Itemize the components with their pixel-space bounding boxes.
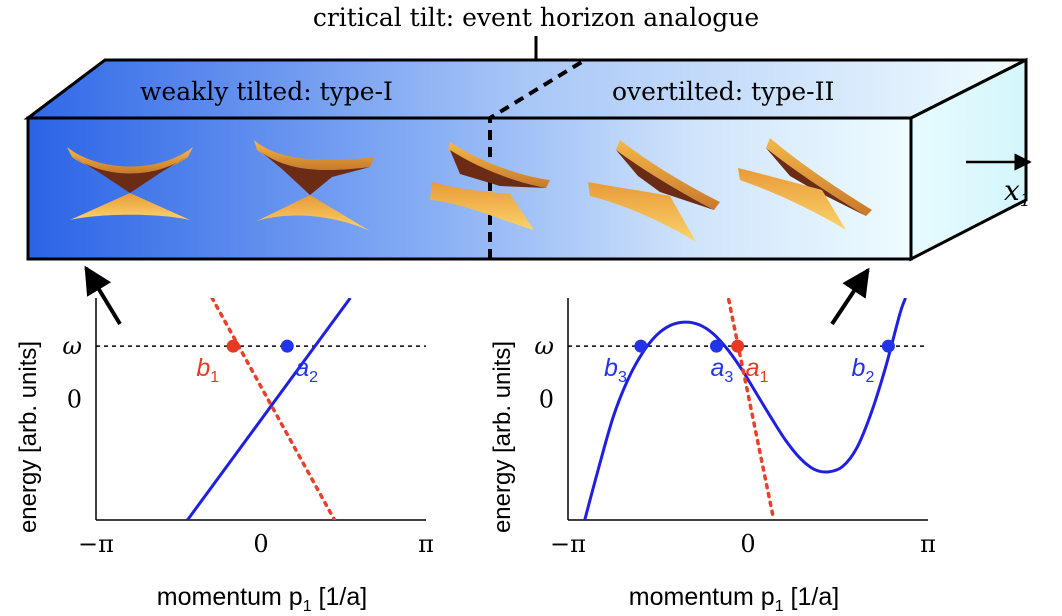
x-tick-label: −π (78, 530, 114, 558)
intersection-point (881, 339, 895, 353)
y-tick-label: ω (534, 332, 554, 360)
left-dispersion-plot: −π 0 π ω 0 energy [arb. units] momentum p1 [1/… (15, 298, 434, 615)
point-label: b3 (604, 354, 627, 386)
critical-tilt-caption: critical tilt: event horizon analogue (313, 3, 759, 32)
x1-axis-label: x1 (1004, 174, 1031, 211)
y-tick-label: 0 (539, 386, 554, 414)
intersection-point (226, 339, 240, 353)
x-axis-label: momentum p1 [1/a] (629, 583, 839, 615)
x-tick-label: π (920, 530, 936, 558)
intersection-point (634, 339, 648, 353)
blue-dispersion-branch (583, 298, 907, 520)
point-label: a2 (295, 354, 318, 386)
x-tick-label: π (418, 530, 434, 558)
x-tick-label: 0 (253, 530, 268, 558)
point-label: b1 (196, 354, 219, 386)
weyl-cone-4 (588, 140, 720, 242)
y-axis-label: energy [arb. units] (15, 341, 42, 533)
y-tick-label: 0 (67, 386, 82, 414)
type-one-region-label: weakly tilted: type-I (140, 77, 393, 106)
point-label: a3 (710, 354, 733, 386)
y-axis-label: energy [arb. units] (489, 341, 516, 533)
intersection-point (731, 339, 745, 353)
red-dispersion-branch (210, 298, 337, 520)
weyl-cone-1 (67, 147, 193, 220)
point-label: b2 (852, 354, 875, 386)
right-pointer-arrow (830, 267, 870, 326)
type-two-region-label: overtilted: type-II (612, 77, 834, 106)
point-label: a1 (746, 354, 769, 386)
intersection-point (709, 339, 723, 353)
red-dispersion-branch (726, 298, 776, 520)
x-tick-label: 0 (740, 530, 755, 558)
y-tick-label: ω (62, 332, 82, 360)
weyl-cone-3 (430, 142, 550, 230)
weyl-cone-5 (738, 138, 872, 230)
event-horizon-line (488, 58, 587, 259)
blue-dispersion-branch (186, 298, 352, 520)
right-dispersion-plot: −π 0 π ω 0 energy [arb. units] momentum p1 [1/… (489, 298, 936, 615)
x-axis-label: momentum p1 [1/a] (157, 583, 367, 615)
left-pointer-arrow (84, 265, 122, 326)
x-tick-label: −π (550, 530, 586, 558)
weyl-cone-2 (254, 140, 374, 231)
intersection-point (280, 339, 294, 353)
